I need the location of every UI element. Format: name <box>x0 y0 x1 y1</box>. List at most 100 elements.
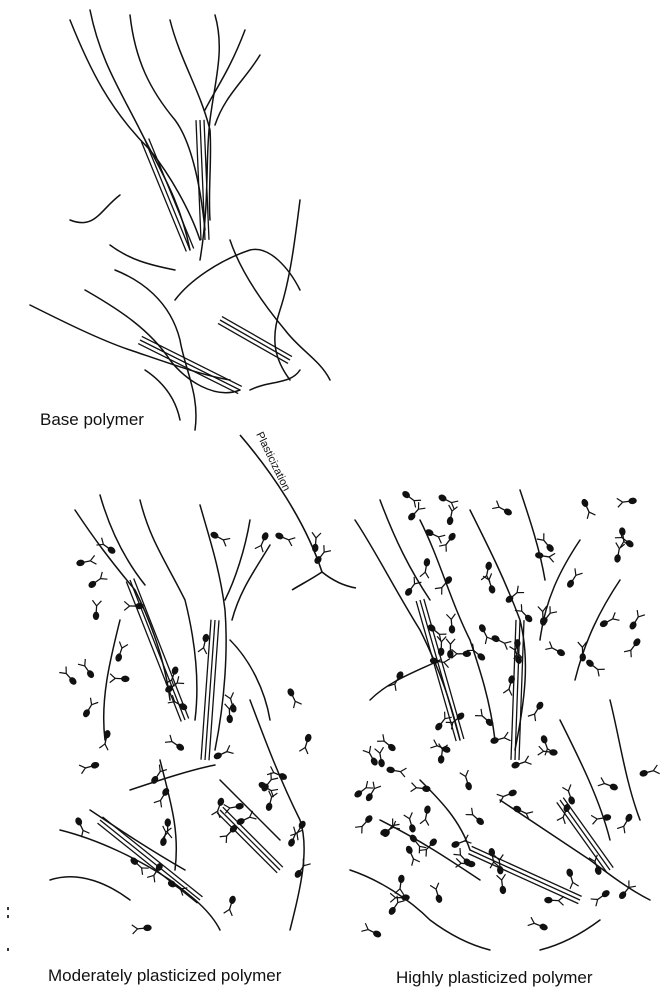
plasticizer-molecule <box>535 552 556 563</box>
molecule-branch <box>365 923 368 929</box>
chain-bundle-strand <box>470 850 580 900</box>
plasticizer-molecule <box>446 505 457 526</box>
molecule-branch <box>290 833 297 835</box>
molecule-branch <box>535 714 536 721</box>
plasticizer-molecule <box>159 826 171 847</box>
plasticizer-molecule <box>639 765 660 778</box>
molecule-branch <box>85 659 86 666</box>
molecule-head <box>437 493 447 503</box>
plasticizer-molecule <box>598 777 619 791</box>
molecule-branch <box>124 606 129 610</box>
plasticizer-molecule <box>168 695 189 712</box>
base-polymer-caption: Base polymer <box>40 410 144 430</box>
molecule-branch <box>204 648 207 654</box>
plasticizer-molecule <box>165 735 186 752</box>
high-polymer-caption: Highly plasticized polymer <box>396 968 593 988</box>
molecule-head <box>503 507 513 517</box>
chain-bundle-strand <box>220 320 290 360</box>
chain-bundle-strand <box>472 846 582 896</box>
molecule-branch <box>133 929 138 934</box>
polymer-chain <box>130 15 205 230</box>
chain-bundle-strand <box>223 807 283 867</box>
plasticizer-molecule <box>429 657 449 668</box>
molecule-branch <box>419 850 426 851</box>
molecule-branch <box>451 614 455 620</box>
molecule-branch <box>413 859 419 862</box>
molecule-branch <box>101 579 108 580</box>
highly-plasticized-drawing <box>350 490 660 950</box>
molecule-branch <box>589 512 595 515</box>
plasticizer-molecule <box>388 670 405 691</box>
molecule-branch <box>444 662 449 667</box>
chain-bundle-strand <box>149 138 194 248</box>
plasticizer-molecule <box>99 729 111 750</box>
plasticizer-molecule <box>355 814 374 834</box>
molecule-head <box>435 894 444 904</box>
chain-bundle-strand <box>420 600 460 740</box>
molecule-branch <box>124 601 129 606</box>
chain-bundle-strand <box>134 579 189 719</box>
chain-bundle-strand <box>220 810 280 870</box>
molecule-branch <box>312 532 316 538</box>
molecule-branch <box>558 901 563 906</box>
molecule-branch <box>418 508 425 509</box>
plasticizer-molecule <box>361 923 382 939</box>
molecule-branch <box>504 732 508 738</box>
molecule-branch <box>83 830 89 833</box>
molecule-branch <box>250 817 257 819</box>
molecule-branch <box>271 766 274 772</box>
molecule-branch <box>537 539 544 540</box>
molecule-branch <box>225 695 231 699</box>
molecule-branch <box>505 642 512 644</box>
molecule-branch <box>79 765 85 768</box>
plasticizer-molecule <box>386 766 407 777</box>
molecule-branch <box>596 899 598 906</box>
molecule-branch <box>160 800 161 807</box>
plasticizer-molecule <box>538 746 558 756</box>
molecule-branch <box>497 794 504 796</box>
plasticizer-molecule <box>591 889 611 907</box>
polymer-chain <box>50 877 130 900</box>
polymer-chain <box>104 620 120 740</box>
chain-bundle-strand <box>563 798 613 868</box>
polymer-chain <box>215 55 260 125</box>
polymer-chain <box>30 305 230 380</box>
plasticizer-molecule <box>562 784 576 805</box>
polymer-chain <box>220 780 280 840</box>
chain-bundle-strand <box>130 580 185 720</box>
molecule-branch <box>438 535 445 537</box>
molecule-branch <box>212 811 218 815</box>
molecule-branch <box>545 648 552 649</box>
molecule-tail <box>543 612 544 622</box>
plasticizer-molecule <box>528 700 545 721</box>
plasticizer-molecule <box>420 558 431 579</box>
molecule-branch <box>355 826 362 827</box>
molecule-branch <box>271 778 278 779</box>
molecule-head <box>297 820 307 831</box>
molecule-branch <box>147 875 154 877</box>
molecule-branch <box>453 854 460 855</box>
molecule-branch <box>525 756 529 762</box>
plasticizer-molecule <box>267 766 288 781</box>
molecule-branch <box>393 827 400 828</box>
plasticizer-molecule <box>497 874 507 894</box>
polymer-chain <box>232 545 270 620</box>
plasticizer-molecule <box>82 698 99 719</box>
molecule-branch <box>78 664 85 666</box>
molecule-branch <box>168 833 172 838</box>
molecule-branch <box>380 747 384 753</box>
plasticization-label: Plasticization <box>253 430 292 493</box>
plasticizer-molecule <box>225 692 238 713</box>
molecule-branch <box>159 765 160 772</box>
plasticizer-molecule <box>395 874 405 894</box>
molecule-branch <box>653 765 657 771</box>
plasticizer-molecule <box>466 808 486 827</box>
molecule-head <box>478 623 488 633</box>
molecule-branch <box>578 642 583 647</box>
plasticizer-molecule <box>446 639 455 659</box>
plasticizer-molecule <box>404 812 417 833</box>
molecule-branch <box>601 777 604 783</box>
molecule-branch <box>629 886 636 887</box>
molecule-branch <box>303 859 304 866</box>
molecule-branch <box>198 648 204 652</box>
